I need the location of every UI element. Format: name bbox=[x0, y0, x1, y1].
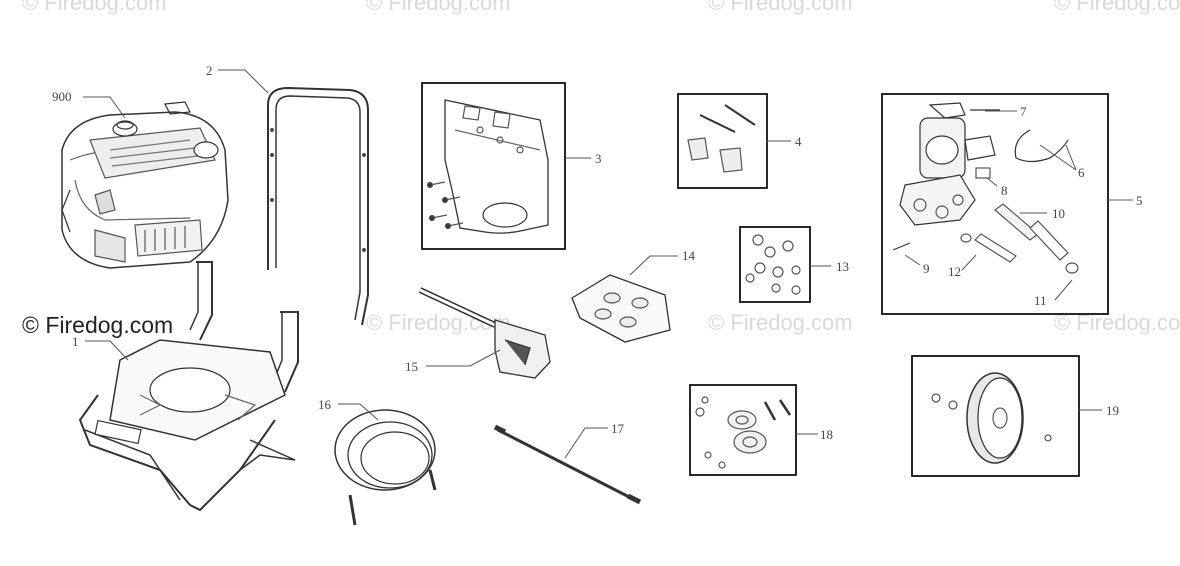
hose-drawing bbox=[334, 409, 437, 526]
label-17: 17 bbox=[611, 421, 625, 436]
spray-gun-drawing bbox=[418, 287, 551, 379]
label-10: 10 bbox=[1052, 206, 1065, 221]
label-12: 12 bbox=[948, 264, 961, 279]
label-6: 6 bbox=[1078, 165, 1085, 180]
label-11: 11 bbox=[1034, 293, 1047, 308]
label-4: 4 bbox=[795, 134, 802, 149]
kit-box-19 bbox=[911, 355, 1080, 477]
wand-drawing bbox=[493, 424, 642, 505]
handle-drawing bbox=[267, 86, 369, 326]
label-9: 9 bbox=[923, 261, 930, 276]
label-7: 7 bbox=[1020, 104, 1027, 119]
leader-lines bbox=[83, 69, 1133, 459]
label-2: 2 bbox=[206, 63, 213, 78]
bracket-drawing bbox=[426, 99, 549, 234]
label-5: 5 bbox=[1136, 193, 1143, 208]
watermark-main: © Firedog.com bbox=[22, 312, 174, 338]
label-3: 3 bbox=[595, 151, 602, 166]
label-15: 15 bbox=[405, 359, 418, 374]
label-900: 900 bbox=[52, 89, 72, 104]
wheel-hardware-kit-drawing bbox=[695, 396, 792, 469]
nozzle-bag-drawing bbox=[571, 274, 671, 343]
watermark: © Firedog.com bbox=[708, 310, 853, 335]
kit-box-13 bbox=[739, 226, 811, 303]
label-16: 16 bbox=[318, 397, 332, 412]
watermark: © Firedog.com bbox=[22, 0, 167, 15]
pump-assembly-drawing bbox=[892, 102, 1079, 274]
kit-box-3 bbox=[421, 82, 566, 250]
watermark: © Firedog.com bbox=[1054, 0, 1180, 15]
wheel-drawing bbox=[931, 372, 1052, 464]
kit-box-18 bbox=[689, 384, 797, 476]
nut-bolt-kit-drawing bbox=[745, 234, 801, 295]
label-8: 8 bbox=[1001, 183, 1008, 198]
label-14: 14 bbox=[682, 248, 696, 263]
watermark: © Firedog.com bbox=[708, 0, 853, 15]
engine-drawing bbox=[61, 101, 229, 269]
part-labels: 900 1 2 3 4 5 6 7 8 9 10 11 12 13 14 15 … bbox=[52, 63, 1143, 442]
label-13: 13 bbox=[836, 259, 849, 274]
watermark: © Firedog.com bbox=[366, 0, 511, 15]
label-18: 18 bbox=[820, 427, 833, 442]
label-1: 1 bbox=[72, 334, 79, 349]
hardware-kit-4-drawing bbox=[687, 104, 756, 173]
frame-drawing bbox=[78, 261, 299, 512]
label-19: 19 bbox=[1106, 403, 1119, 418]
kit-box-5 bbox=[881, 93, 1109, 315]
